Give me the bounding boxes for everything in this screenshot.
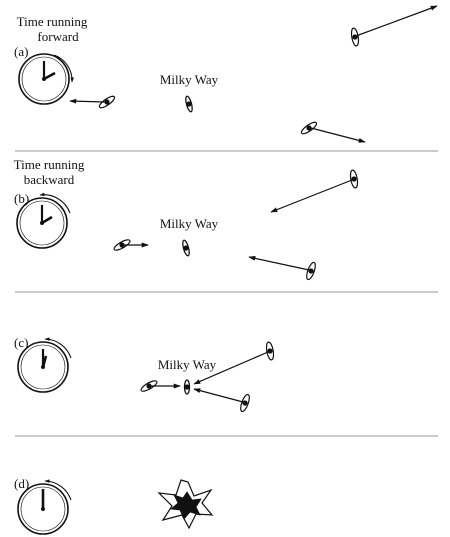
milky-way-galaxy-icon xyxy=(183,379,191,395)
panel-d-label: (d) xyxy=(14,476,29,491)
panel-b-label: (b) xyxy=(14,191,29,206)
panel-a-label: (a) xyxy=(14,44,28,59)
counterclockwise-arrow-icon xyxy=(39,192,71,214)
clock-icon xyxy=(18,53,70,105)
approaching-galaxy xyxy=(113,239,149,251)
converging-galaxy xyxy=(193,388,250,413)
counterclockwise-arrow-icon xyxy=(44,479,72,501)
converging-galaxy xyxy=(193,341,275,385)
milky-way-label: Milky Way xyxy=(160,216,219,231)
clock-icon xyxy=(17,483,69,535)
panel-b-heading-line-2: backward xyxy=(24,172,75,187)
clockwise-arrow-icon xyxy=(53,54,74,83)
panel-d: (d) xyxy=(14,476,214,535)
milky-way-galaxy-icon xyxy=(182,239,190,257)
panel-b: Time running backward (b) Milky Way xyxy=(14,157,359,281)
milky-way-label: Milky Way xyxy=(160,72,219,87)
panel-a-heading-line-2: forward xyxy=(37,29,79,44)
panel-b-heading-line-1: Time running xyxy=(14,157,85,172)
panel-c-label: (c) xyxy=(14,335,28,350)
panel-a: Time running forward (a) Milky Way xyxy=(14,5,438,143)
panel-a-heading-line-1: Time running xyxy=(17,14,88,29)
receding-galaxy xyxy=(350,5,438,47)
receding-galaxy xyxy=(300,121,366,143)
counterclockwise-arrow-icon xyxy=(44,337,72,359)
milky-way-galaxy-icon xyxy=(185,95,193,113)
panel-c: (c) Milky Way xyxy=(14,335,275,413)
clock-icon xyxy=(16,197,68,249)
explosion-star-icon xyxy=(157,479,214,530)
approaching-galaxy xyxy=(270,169,359,213)
approaching-galaxy xyxy=(248,255,316,281)
clock-icon xyxy=(17,341,69,393)
converging-galaxy xyxy=(140,380,181,392)
milky-way-label: Milky Way xyxy=(158,357,217,372)
receding-galaxy xyxy=(69,95,116,109)
